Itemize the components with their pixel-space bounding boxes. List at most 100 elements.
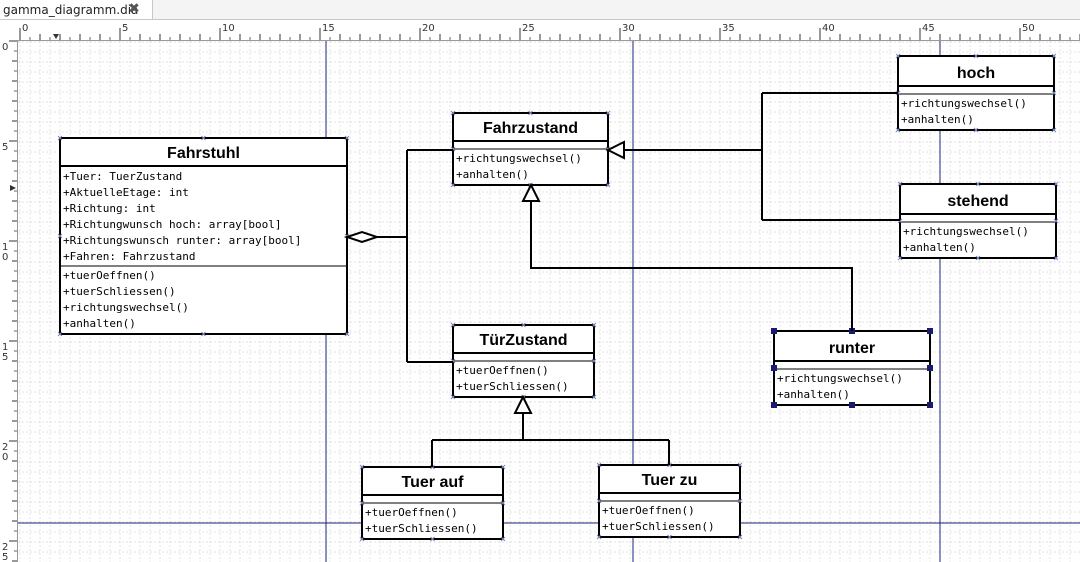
connection-point <box>591 394 597 400</box>
connection-point <box>57 331 63 337</box>
class-operation: +tuerSchliessen() <box>63 285 176 298</box>
class-operation: +tuerOeffnen() <box>365 506 458 519</box>
ruler-label: 25 <box>522 23 535 34</box>
connection-point <box>201 331 206 337</box>
class-tuer-zu[interactable]: Tuer zu+tuerOeffnen()+tuerSchliessen() <box>596 462 743 540</box>
ruler-corner <box>0 20 19 41</box>
class-stehend[interactable]: stehend +richtungswechsel() +anhalten() <box>897 181 1059 261</box>
selection-handle[interactable] <box>927 365 933 371</box>
class-attribute: +Richtung: int <box>63 202 156 215</box>
class-operation: +richtungswechsel() <box>63 301 189 314</box>
class-operation: +anhalten() <box>63 317 136 330</box>
generalization-triangle-icon <box>605 140 625 160</box>
tab-bar: gamma_diagramm.dia ✖ <box>0 0 1080 20</box>
selection-handle[interactable] <box>927 328 933 334</box>
connection-point <box>430 536 435 542</box>
connection-point <box>975 181 981 187</box>
class-attribute: +Richtungswunsch runter: array[bool] <box>63 234 301 247</box>
connection-point <box>596 462 602 468</box>
ruler-label: 0 <box>22 23 28 34</box>
ruler-label: 45 <box>922 23 935 34</box>
connection-point <box>500 536 506 542</box>
selection-handle[interactable] <box>849 402 855 408</box>
class-name: hoch <box>957 65 995 82</box>
selection-handle[interactable] <box>927 402 933 408</box>
class-operation: +richtungswechsel() <box>456 152 582 165</box>
class-operation: +tuerSchliessen() <box>365 522 478 535</box>
class-tuerzustand[interactable]: TürZustand +tuerOeffnen() +tuerSchliessen(… <box>450 322 597 400</box>
connection-point <box>895 127 901 133</box>
ruler-label: 10 <box>222 23 235 34</box>
class-operation: +tuerOeffnen() <box>602 504 695 517</box>
ruler-label: 5 <box>2 552 8 562</box>
class-attribute: +Richtungwunsch hoch: array[bool] <box>63 218 282 231</box>
connection-point <box>591 358 597 364</box>
connection-point <box>57 135 63 141</box>
connection-point <box>596 498 602 504</box>
class-attribute: +Fahren: Fahrzustand <box>63 250 195 263</box>
class-fahrzustand[interactable]: Fahrzustand+richtungswechsel()+anhalten(… <box>450 110 611 188</box>
connection-point <box>897 255 903 261</box>
class-name: stehend <box>947 193 1008 210</box>
ruler-label: 15 <box>322 23 335 34</box>
generalization-triangle-icon <box>521 182 541 202</box>
generalization-line[interactable] <box>530 201 853 331</box>
class-name: Fahrstuhl <box>167 145 240 162</box>
connection-point <box>450 182 456 188</box>
connection-point <box>1051 53 1057 59</box>
connection-point <box>57 233 63 239</box>
class-name: TürZustand <box>480 332 568 349</box>
generalization-triangle-icon <box>513 394 533 414</box>
connection-point <box>528 110 533 116</box>
class-name: Fahrzustand <box>483 120 578 137</box>
connection-point <box>359 464 365 470</box>
connection-point <box>500 500 506 506</box>
connection-point <box>737 462 743 468</box>
selection-handle[interactable] <box>771 402 777 408</box>
class-tuer-auf[interactable]: Tuer auf+tuerOeffnen()+tuerSchliessen() <box>359 464 506 542</box>
selection-handle[interactable] <box>771 365 777 371</box>
class-name: runter <box>829 340 875 357</box>
ruler-label: 0 <box>2 42 8 53</box>
class-operation: +tuerSchliessen() <box>456 380 569 393</box>
class-operation: +richtungswechsel() <box>903 225 1029 238</box>
ruler-label: 5 <box>2 142 8 153</box>
connection-point <box>667 534 672 540</box>
class-name: Tuer zu <box>642 472 698 489</box>
connection-point <box>737 534 743 540</box>
close-icon[interactable]: ✖ <box>128 1 140 17</box>
selection-handle[interactable] <box>771 328 777 334</box>
class-runter[interactable]: runter+richtungswechsel()+anhalten() <box>771 328 933 408</box>
ruler-label: 20 <box>422 23 435 34</box>
uml-diagram[interactable]: Fahrstuhl+Tuer: TuerZustand+AktuelleEtag… <box>18 41 1080 562</box>
connection-point <box>359 536 365 542</box>
connection-point <box>500 464 506 470</box>
diagram-canvas[interactable]: Fahrstuhl+Tuer: TuerZustand+AktuelleEtag… <box>18 41 1080 562</box>
class-operation: +tuerOeffnen() <box>456 364 549 377</box>
ruler-label: 0 <box>2 252 8 263</box>
ruler-label: 30 <box>622 23 635 34</box>
ruler-label: 40 <box>822 23 835 34</box>
connection-point <box>450 394 456 400</box>
connection-point <box>450 322 456 328</box>
class-fahrstuhl[interactable]: Fahrstuhl+Tuer: TuerZustand+AktuelleEtag… <box>57 135 350 337</box>
connection-point <box>591 322 597 328</box>
connection-point <box>1053 255 1059 261</box>
relations <box>343 92 900 467</box>
connection-point <box>201 135 206 141</box>
class-hoch[interactable]: hoch+richtungswechsel()+anhalten() <box>895 53 1057 133</box>
connection-point <box>596 534 602 540</box>
tab-title: gamma_diagramm.dia <box>3 2 139 17</box>
class-box[interactable] <box>59 137 348 335</box>
connection-point <box>1053 181 1059 187</box>
connection-point <box>344 135 350 141</box>
ruler-label: 0 <box>2 452 8 463</box>
tab-gamma-diagramm[interactable]: gamma_diagramm.dia ✖ <box>0 0 153 19</box>
ruler-label: 2 <box>2 442 8 453</box>
ruler-label: 5 <box>2 352 8 363</box>
aggregation-diamond-icon <box>343 230 381 244</box>
class-operation: +anhalten() <box>903 241 976 254</box>
